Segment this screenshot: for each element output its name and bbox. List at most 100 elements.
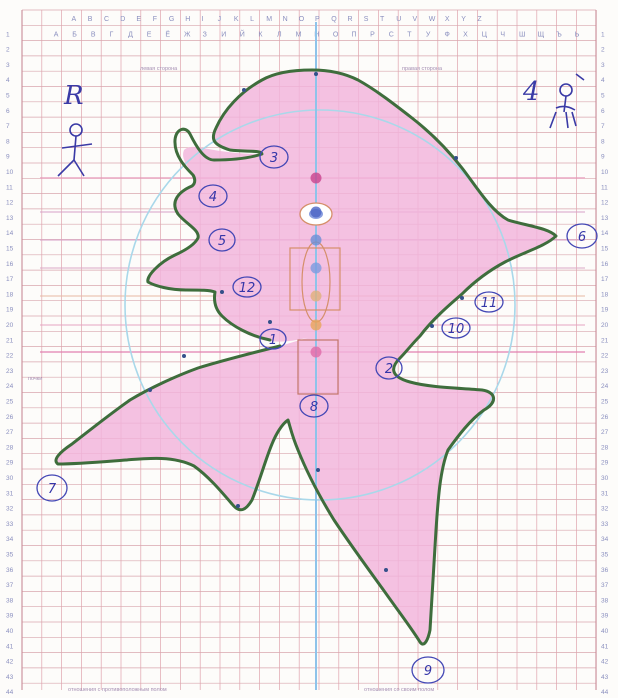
row-number-right: 44 bbox=[601, 689, 609, 696]
latin-header-cell: G bbox=[169, 16, 174, 23]
row-number-right: 31 bbox=[601, 490, 609, 497]
cyrillic-header-cell: З bbox=[203, 31, 207, 38]
row-number-right: 13 bbox=[601, 215, 609, 222]
row-number-left: 43 bbox=[6, 674, 14, 681]
row-number-right: 39 bbox=[601, 613, 609, 620]
row-number-left: 15 bbox=[6, 246, 14, 253]
row-number-right: 34 bbox=[601, 536, 609, 543]
cyrillic-header-cell: Х bbox=[463, 31, 468, 38]
point-label-text: 9 bbox=[424, 664, 432, 679]
row-number-left: 34 bbox=[6, 536, 14, 543]
cyrillic-header-cell: В bbox=[91, 31, 96, 38]
row-number-left: 18 bbox=[6, 291, 14, 298]
row-number-right: 16 bbox=[601, 261, 609, 268]
row-number-left: 19 bbox=[6, 307, 14, 314]
marker-dot bbox=[430, 324, 434, 328]
latin-header-cell: A bbox=[72, 16, 77, 23]
row-number-right: 6 bbox=[601, 108, 605, 115]
latin-header-cell: Z bbox=[477, 16, 482, 23]
marker-dot bbox=[242, 88, 246, 92]
point-label-text: 3 bbox=[270, 151, 278, 166]
marker-dot bbox=[460, 296, 464, 300]
row-number-right: 10 bbox=[601, 169, 609, 176]
note-left-side: левая сторона bbox=[140, 66, 178, 72]
latin-header-cell: V bbox=[413, 16, 418, 23]
row-number-right: 36 bbox=[601, 567, 609, 574]
latin-header-cell: R bbox=[348, 16, 353, 23]
chakra-dot bbox=[311, 207, 322, 218]
cyrillic-header-cell: Е bbox=[147, 31, 152, 38]
row-number-left: 25 bbox=[6, 399, 14, 406]
point-label-text: 10 bbox=[448, 322, 465, 337]
row-number-right: 43 bbox=[601, 674, 609, 681]
cyrillic-header-cell: М bbox=[296, 31, 302, 38]
row-number-right: 30 bbox=[601, 475, 609, 482]
marker-dot bbox=[316, 468, 320, 472]
row-number-left: 1 bbox=[6, 31, 10, 38]
row-number-left: 42 bbox=[6, 659, 14, 666]
cyrillic-header-cell: Ф bbox=[445, 31, 450, 38]
latin-header-cell: Q bbox=[331, 16, 337, 23]
row-number-left: 40 bbox=[6, 628, 14, 635]
cyrillic-header-cell: Б bbox=[72, 31, 77, 38]
chakra-dot bbox=[311, 173, 322, 184]
marker-dot bbox=[220, 290, 224, 294]
row-number-right: 15 bbox=[601, 246, 609, 253]
row-number-left: 29 bbox=[6, 460, 14, 467]
cyrillic-header-cell: Л bbox=[277, 31, 282, 38]
row-number-right: 20 bbox=[601, 322, 609, 329]
cyrillic-header-cell: Й bbox=[240, 29, 245, 38]
cyrillic-header-cell: Д bbox=[128, 31, 133, 38]
latin-header-cell: I bbox=[201, 16, 203, 23]
cyrillic-header-cell: Ь bbox=[575, 31, 580, 38]
row-number-left: 17 bbox=[6, 276, 14, 283]
row-number-left: 7 bbox=[6, 123, 10, 130]
latin-header-cell: B bbox=[88, 16, 93, 23]
point-label-text: 12 bbox=[239, 281, 256, 296]
cyrillic-header-cell: Ц bbox=[482, 31, 488, 38]
row-number-left: 38 bbox=[6, 597, 14, 604]
point-label-text: 2 bbox=[385, 362, 393, 377]
row-number-left: 5 bbox=[6, 93, 10, 100]
row-number-left: 37 bbox=[6, 582, 14, 589]
row-number-left: 30 bbox=[6, 475, 14, 482]
row-number-left: 44 bbox=[6, 689, 14, 696]
latin-header-cell: P bbox=[315, 16, 320, 23]
cyrillic-header-cell: Ж bbox=[184, 31, 191, 38]
cyrillic-header-cell: П bbox=[352, 31, 357, 38]
cyrillic-header-cell: Щ bbox=[538, 31, 545, 38]
row-number-left: 36 bbox=[6, 567, 14, 574]
chakra-dot bbox=[311, 347, 322, 358]
row-number-left: 4 bbox=[6, 77, 10, 84]
row-number-right: 23 bbox=[601, 368, 609, 375]
chakra-dot bbox=[311, 235, 322, 246]
cyrillic-header-cell: Ъ bbox=[556, 31, 562, 38]
chakra-dot bbox=[311, 263, 322, 274]
point-label-text: 6 bbox=[578, 230, 586, 245]
note-bottom-right: отношения со своим полом bbox=[364, 687, 434, 693]
cyrillic-header-cell: И bbox=[221, 31, 226, 38]
row-number-right: 27 bbox=[601, 429, 609, 436]
marker-dot bbox=[384, 568, 388, 572]
row-number-right: 21 bbox=[601, 337, 609, 344]
marker-dot bbox=[236, 504, 240, 508]
row-number-left: 2 bbox=[6, 47, 10, 54]
row-number-right: 22 bbox=[601, 353, 609, 360]
row-number-left: 41 bbox=[6, 643, 14, 650]
latin-header-cell: S bbox=[364, 16, 369, 23]
latin-header-cell: T bbox=[380, 16, 385, 23]
row-number-right: 11 bbox=[601, 184, 608, 191]
row-number-right: 14 bbox=[601, 230, 609, 237]
row-number-right: 37 bbox=[601, 582, 609, 589]
row-number-right: 26 bbox=[601, 414, 609, 421]
row-number-left: 9 bbox=[6, 154, 10, 161]
row-number-left: 16 bbox=[6, 261, 14, 268]
chakra-dot bbox=[311, 291, 322, 302]
row-number-right: 2 bbox=[601, 47, 605, 54]
row-number-left: 31 bbox=[6, 490, 14, 497]
latin-header-cell: N bbox=[283, 16, 288, 23]
row-number-right: 41 bbox=[601, 643, 609, 650]
latin-header-cell: W bbox=[429, 16, 436, 23]
marker-dot bbox=[314, 72, 318, 76]
